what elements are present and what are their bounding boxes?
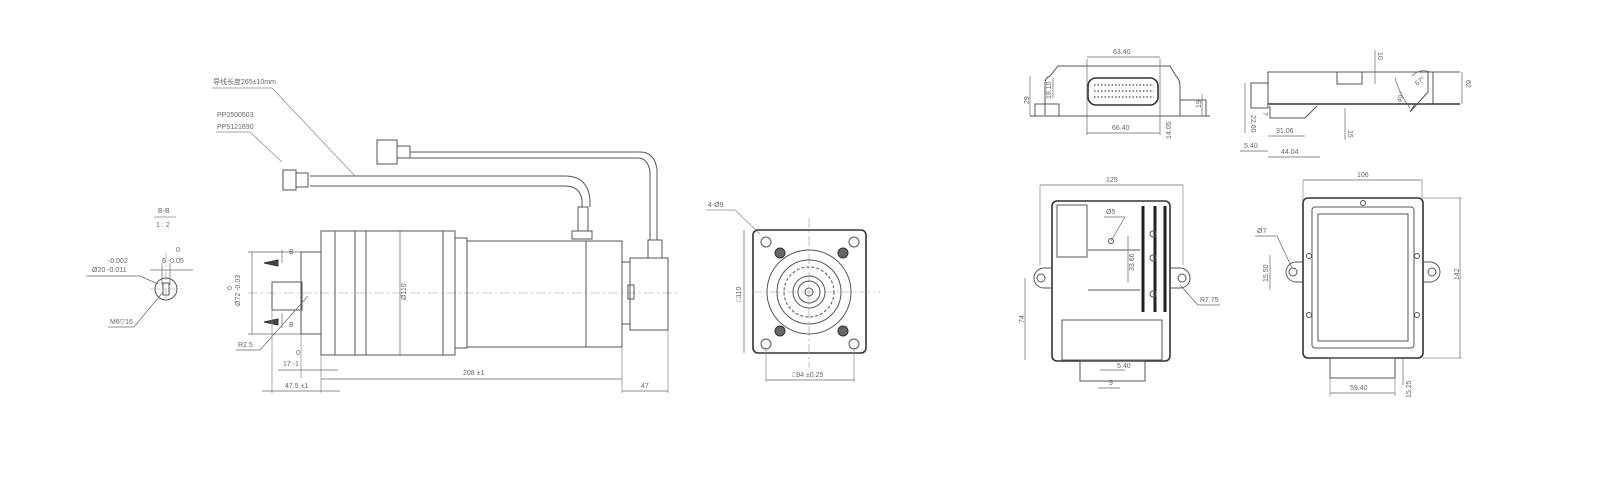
connector-part-1: PP0500503 <box>217 112 254 119</box>
dim-small: 7 <box>1261 112 1268 116</box>
svg-text:0: 0 <box>227 286 234 290</box>
back-width-dim: 106 <box>1357 172 1369 179</box>
dim-1525: 15.25 <box>1406 380 1413 398</box>
height-total-dim: 29 <box>1024 96 1031 104</box>
width-top-dim: 63.40 <box>1113 49 1131 56</box>
back-height-dim: 142 <box>1454 268 1461 280</box>
dim-15: 15 <box>1346 130 1353 138</box>
section-label: B-B <box>158 208 170 215</box>
section-b-b-view: B-B 1 : 2 0 6 -0.05 -0.002 Ø20 -0.011 M6… <box>86 208 193 328</box>
dim-height: 22.60 <box>1249 115 1256 133</box>
width-bottom-dim: 66.40 <box>1112 125 1130 132</box>
front-hole-dim: Ø5 <box>1106 209 1115 216</box>
dim-540-front: 5.40 <box>1117 363 1131 370</box>
controller-top-view: 63.40 66.40 29 18.10 14.05 19 <box>1024 49 1210 139</box>
angle-2-dim: 49° <box>1395 91 1406 104</box>
flange-square-dim: □110 <box>736 287 743 302</box>
height-right-dim: 19 <box>1196 100 1203 108</box>
front-width-dim: 125 <box>1106 177 1118 184</box>
body-diameter-dim: Ø110 <box>401 283 408 300</box>
shaft-length-dim: 47.5 ±1 <box>285 383 308 390</box>
shaft-diameter-dim: Ø20 -0.011 <box>92 267 127 274</box>
section-scale: 1 : 2 <box>156 222 170 229</box>
dim-5940: 59.40 <box>1350 385 1368 392</box>
section-marker-bottom: B <box>289 322 294 329</box>
shaft-offset-dim: 17 -1 <box>283 361 299 368</box>
top-dim: 10 <box>1376 52 1383 60</box>
controller-side-view: 10 67° 49° 62 22.60 7 31.06 15 5.40 44.0… <box>1240 50 1471 158</box>
body-length-dim: 208 ±1 <box>463 370 484 377</box>
motor-side-view: 导线长度265±10mm PP0500503 PP5121690 <box>212 77 680 393</box>
controller-back-view: 106 Ø7 15.50 142 59.40 15.25 <box>1255 172 1462 398</box>
encoder-length-dim: 47 <box>641 383 649 390</box>
svg-text:0: 0 <box>296 350 300 357</box>
hole-note: 4-Ø9 <box>708 202 724 209</box>
angle-1-dim: 67° <box>1414 75 1427 88</box>
dim-9: 9 <box>1109 380 1113 387</box>
dim-4404: 44.04 <box>1281 149 1299 156</box>
height-74-dim: 74 <box>1019 315 1026 323</box>
key-width-dim: 6 -0.05 <box>162 258 184 265</box>
thread-note: M6▽16 <box>110 319 133 326</box>
section-marker-top: B <box>289 249 294 256</box>
dim-1550: 15.50 <box>1263 264 1270 282</box>
dim-62: 62 <box>1464 80 1471 88</box>
dim-3366: 33.66 <box>1129 253 1136 271</box>
dim-31: 31.06 <box>1276 128 1294 135</box>
connector-pins <box>1094 84 1154 98</box>
connector-part-2: PP5121690 <box>217 124 254 131</box>
svg-text:-0.002: -0.002 <box>108 258 128 265</box>
flange-front-view: 4-Ø9 □110 □94 ±0.25 <box>706 202 880 382</box>
bolt-square-dim: □94 ±0.25 <box>792 372 824 379</box>
offset-right-dim: 14.05 <box>1166 121 1173 139</box>
back-hole-dim: Ø7 <box>1257 228 1266 235</box>
dim-540: 5.40 <box>1244 143 1258 150</box>
radius-dim: R7.75 <box>1200 297 1219 304</box>
fillet-dim: R2.5 <box>238 342 253 349</box>
pilot-diameter-dim: Ø72 -0.03 <box>235 275 242 306</box>
height-inner-dim: 18.10 <box>1046 81 1053 99</box>
svg-text:0: 0 <box>176 247 180 254</box>
cable-length-note: 导线长度265±10mm <box>213 77 276 86</box>
controller-front-view: 125 Ø5 33.66 R7.75 74 5.40 9 <box>1019 177 1220 389</box>
